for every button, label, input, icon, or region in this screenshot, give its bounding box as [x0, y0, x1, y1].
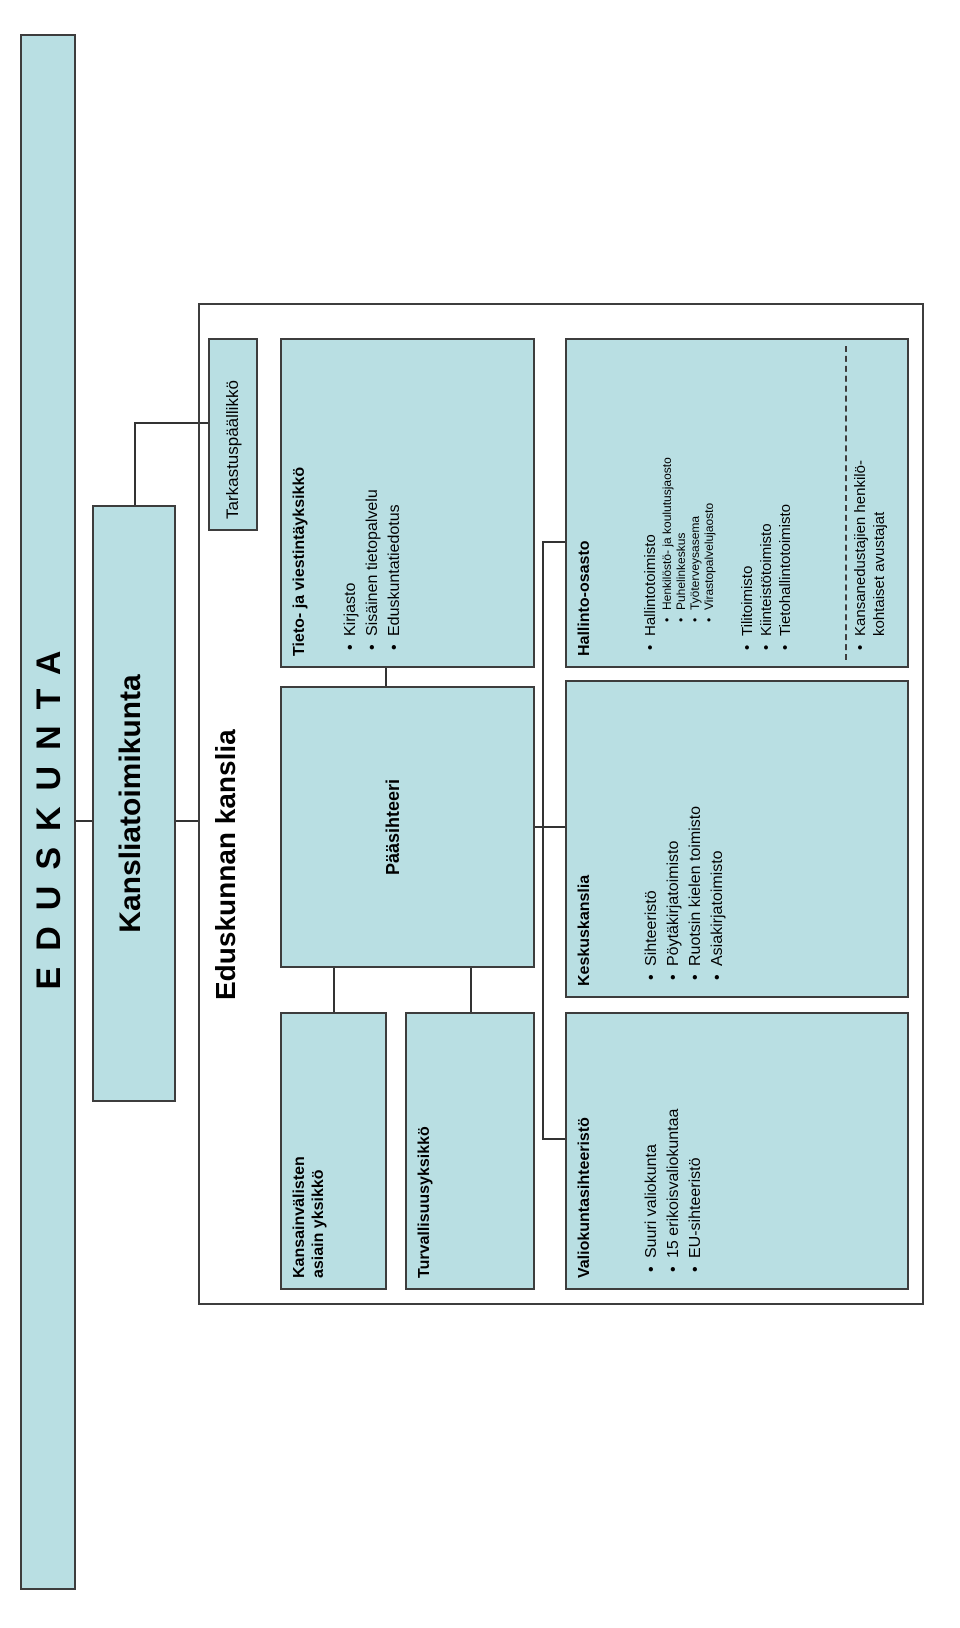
connector-bus [542, 542, 544, 1140]
list-item: Pöytäkirjatoimisto [663, 806, 685, 980]
list-item: Asiakirjatoimisto [707, 806, 729, 980]
hallinto-osasto-list: Hallintotoimisto Henkilöstö- ja koulutus… [641, 457, 795, 650]
list-item: Sisäinen tietopalvelu [362, 489, 384, 650]
list-item: 15 erikoisvaliokuntaa [663, 1109, 685, 1272]
hallintotoimisto-sublist: Henkilöstö- ja koulutusjaosto Puhelinkes… [660, 457, 716, 636]
turvallisuusyksikko-box: Turvallisuusyksikkö [405, 1012, 535, 1290]
valiokuntasihteeristo-title: Valiokuntasihteeristö [576, 1117, 593, 1278]
list-item: Suuri valiokunta [641, 1109, 663, 1272]
list-item: Tietohallintotoimisto [776, 457, 795, 650]
list-item: Eduskuntatiedotus [384, 489, 406, 650]
eduskunnan-kanslia-title: Eduskunnan kanslia [210, 729, 241, 1000]
assistants-list: Kansanedustajien henkilö- kohtaiset avus… [851, 460, 889, 650]
paasihteeri-box: Pääsihteeri [280, 686, 535, 968]
tieto-ja-viestintayksikko-list: Kirjasto Sisäinen tietopalvelu Eduskunta… [340, 489, 406, 650]
hallinto-osasto-title: Hallinto-osasto [576, 540, 593, 656]
sub-list-item: Henkilöstö- ja koulutusjaosto [660, 457, 674, 636]
sub-list-item: Työterveysasema [688, 457, 702, 636]
assistants-divider [845, 346, 847, 660]
connector-secretary-down [535, 826, 565, 828]
list-item: Kansanedustajien henkilö- kohtaiset avus… [851, 460, 889, 650]
tarkastuspaallikko-box: Tarkastuspäällikkö [208, 338, 258, 531]
sub-list-item: Puhelinkeskus [674, 457, 688, 636]
keskuskanslia-title: Keskuskanslia [576, 874, 593, 986]
kansliatoimikunta-box: Kansliatoimikunta [92, 505, 176, 1102]
list-item: Kirjasto [340, 489, 362, 650]
list-item: Sihteeristö [641, 806, 663, 980]
kansainvalisten-asiain-yksikko-box: Kansainvälisten asiain yksikkö [280, 1012, 387, 1290]
tieto-ja-viestintayksikko-box: Tieto- ja viestintäyksikkö Kirjasto Sisä… [280, 338, 535, 668]
title-line: asiain yksikkö [310, 1169, 327, 1278]
sub-list-item: Virastopalvelujaosto [702, 457, 716, 636]
list-item: Tilitoimisto [738, 457, 757, 650]
tarkastuspaallikko-label: Tarkastuspäällikkö [223, 380, 242, 519]
valiokuntasihteeristo-box: Valiokuntasihteeristö Suuri valiokunta 1… [565, 1012, 909, 1290]
connector-board-auditor [134, 423, 136, 505]
connector-bus-admin [542, 541, 565, 543]
connector-board-auditor-v [134, 422, 208, 424]
list-item: Ruotsin kielen toimisto [685, 806, 707, 980]
turvallisuusyksikko-title: Turvallisuusyksikkö [416, 1126, 433, 1278]
connector-root-board [76, 820, 92, 822]
eduskunta-label: EDUSKUNTA [30, 634, 68, 990]
connector-board-kanslia [176, 820, 198, 822]
valiokuntasihteeristo-list: Suuri valiokunta 15 erikoisvaliokuntaa E… [641, 1109, 707, 1272]
assistants-line: Kansanedustajien henkilö- [852, 460, 869, 636]
list-item: EU-sihteeristö [685, 1109, 707, 1272]
connector-bus-committee [542, 1138, 565, 1140]
keskuskanslia-box: Keskuskanslia Sihteeristö Pöytäkirjatoim… [565, 680, 909, 998]
kansainvalisten-asiain-yksikko-title: Kansainvälisten asiain yksikkö [290, 1156, 328, 1278]
assistants-line: kohtaiset avustajat [871, 511, 888, 636]
connector-secretary-security [470, 968, 472, 1012]
hallintotoimisto-label: Hallintotoimisto [642, 534, 659, 636]
kansliatoimikunta-label: Kansliatoimikunta [114, 674, 147, 933]
tieto-ja-viestintayksikko-title: Tieto- ja viestintäyksikkö [291, 466, 308, 656]
keskuskanslia-list: Sihteeristö Pöytäkirjatoimisto Ruotsin k… [641, 806, 729, 980]
hallinto-osasto-box: Hallinto-osasto Hallintotoimisto Henkilö… [565, 338, 909, 668]
list-item: Hallintotoimisto Henkilöstö- ja koulutus… [641, 457, 716, 650]
eduskunta-box: EDUSKUNTA [20, 34, 76, 1590]
title-line: Kansainvälisten [291, 1156, 308, 1278]
list-item: Kiinteistötoimisto [757, 457, 776, 650]
connector-secretary-info [385, 668, 387, 686]
paasihteeri-label: Pääsihteeri [383, 778, 403, 876]
connector-secretary-international [333, 968, 335, 1012]
